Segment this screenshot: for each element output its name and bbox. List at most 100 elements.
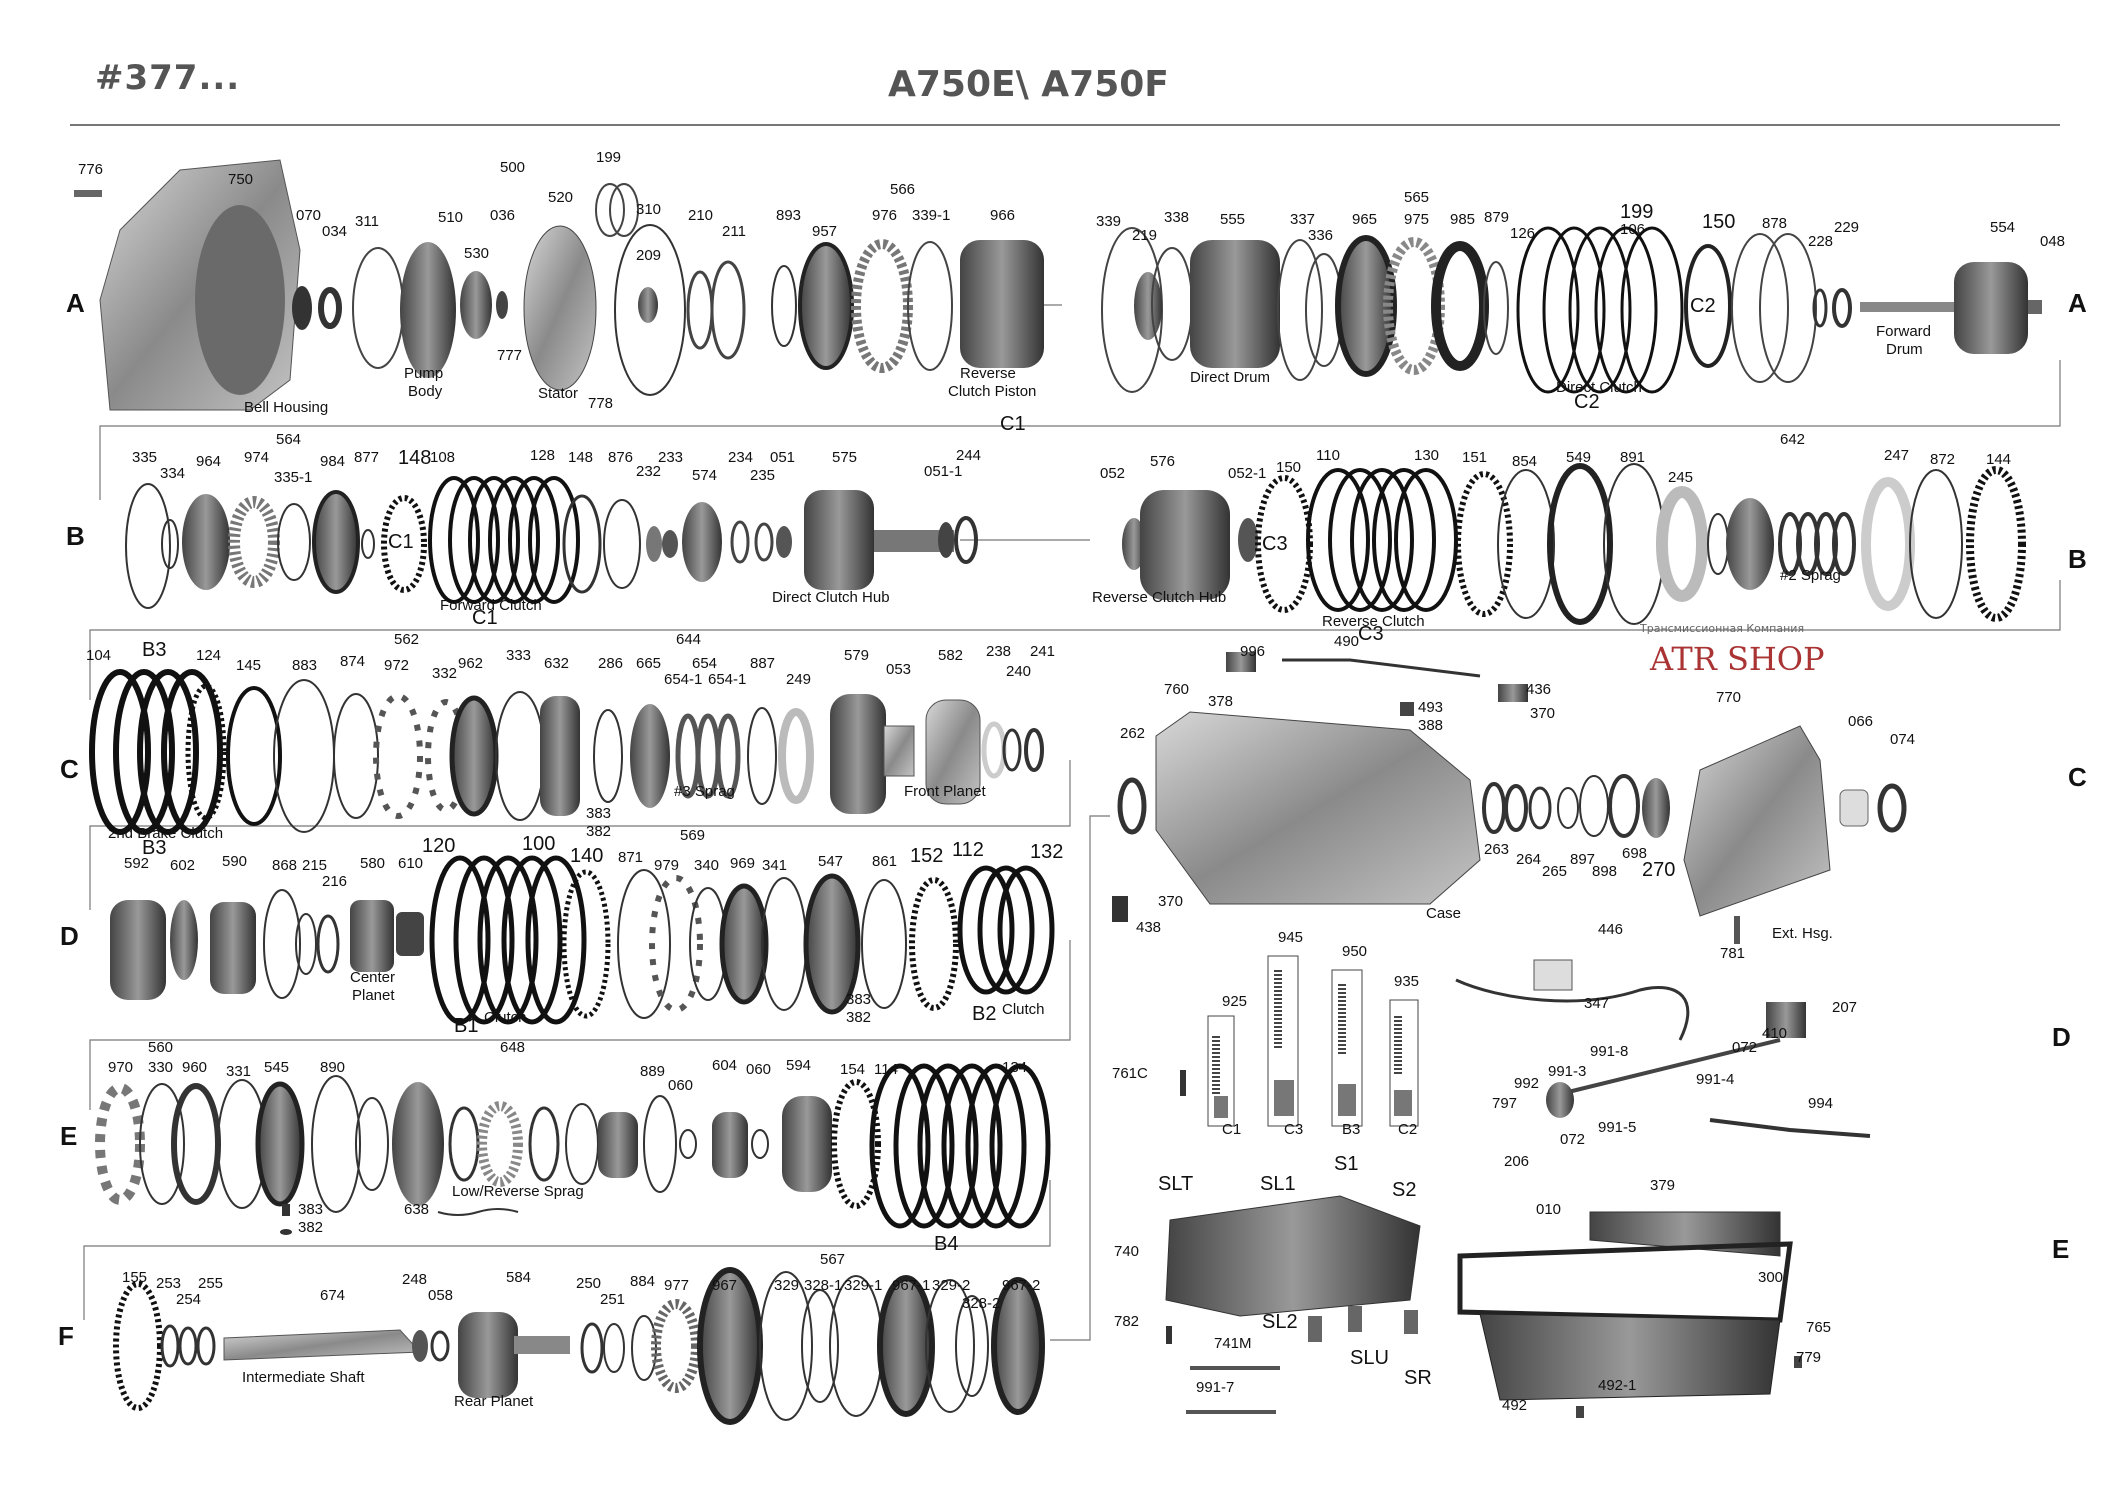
part-number: 935 (1394, 973, 1419, 990)
part-number: 569 (680, 827, 705, 844)
part-number: 331 (226, 1063, 251, 1080)
part-number: 887 (750, 655, 775, 672)
part-number: 388 (1418, 717, 1443, 734)
part-number: 602 (170, 857, 195, 874)
part-number: 438 (1136, 919, 1161, 936)
part-number: 740 (1114, 1243, 1139, 1260)
part-number: 148 (568, 449, 593, 466)
part-number: 500 (500, 159, 525, 176)
part-number: 579 (844, 647, 869, 664)
part-number: 108 (430, 449, 455, 466)
part-number: 250 (576, 1275, 601, 1292)
part-number: 328-1 (804, 1277, 842, 1294)
part-caption: Stator (538, 385, 578, 402)
part-number: 945 (1278, 929, 1303, 946)
part-number: 889 (640, 1063, 665, 1080)
part-number: 052 (1100, 465, 1125, 482)
part-number: 492 (1502, 1397, 1527, 1414)
row-letter-right: E (2052, 1234, 2069, 1264)
part-number: 567 (820, 1251, 845, 1268)
part-number: 300 (1758, 1269, 1783, 1286)
part-number-bold: 140 (570, 845, 603, 867)
part-number: 897 (1570, 851, 1595, 868)
part-number: 264 (1516, 851, 1541, 868)
part-number: 410 (1762, 1025, 1787, 1042)
part-number: 244 (956, 447, 981, 464)
part-number: 053 (886, 661, 911, 678)
part-number: 329-1 (844, 1277, 882, 1294)
part-number: 797 (1492, 1095, 1517, 1112)
part-caption: Ext. Hsg. (1772, 925, 1833, 942)
part-number: 128 (530, 447, 555, 464)
group-label: S2 (1392, 1179, 1416, 1201)
part-number: 950 (1342, 943, 1367, 960)
part-caption: C3 (1284, 1121, 1303, 1138)
part-number: 893 (776, 207, 801, 224)
part-number: 206 (1504, 1153, 1529, 1170)
part-number: 490 (1334, 633, 1359, 650)
part-caption: Clutch (1002, 1001, 1045, 1018)
part-number: 994 (1808, 1095, 1833, 1112)
row-f-parts (113, 1267, 1045, 1425)
part-number: 868 (272, 857, 297, 874)
part-number-bold: 150 (1702, 211, 1735, 233)
part-number: 144 (1986, 451, 2011, 468)
part-number: 379 (1650, 1177, 1675, 1194)
part-caption: #2 Sprag (1780, 567, 1841, 584)
part-number: 871 (618, 849, 643, 866)
part-number: 872 (1930, 451, 1955, 468)
part-number: 254 (176, 1291, 201, 1308)
part-number: 370 (1530, 705, 1555, 722)
part-number: 565 (1404, 189, 1429, 206)
part-number: 984 (320, 453, 345, 470)
group-label: SL2 (1262, 1311, 1298, 1333)
part-number: 337 (1290, 211, 1315, 228)
part-number: 665 (636, 655, 661, 672)
part-caption: C1 (1222, 1121, 1241, 1138)
part-caption: Clutch Piston (948, 383, 1036, 400)
part-number: 034 (322, 223, 347, 240)
part-number: 674 (320, 1287, 345, 1304)
group-label: S1 (1334, 1153, 1358, 1175)
part-number: 104 (86, 647, 111, 664)
part-number: 779 (1796, 1349, 1821, 1366)
part-number: 383 (586, 805, 611, 822)
part-number: 883 (292, 657, 317, 674)
row-letter-right: D (2052, 1022, 2071, 1052)
part-number: 340 (694, 857, 719, 874)
part-number: 861 (872, 853, 897, 870)
part-number: 778 (588, 395, 613, 412)
part-number: 874 (340, 653, 365, 670)
group-label: SLU (1350, 1347, 1389, 1369)
part-number: 854 (1512, 453, 1537, 470)
part-caption: Forward Clutch (440, 597, 542, 614)
part-number: 207 (1832, 999, 1857, 1016)
part-number: 330 (148, 1059, 173, 1076)
part-number: 245 (1668, 469, 1693, 486)
part-number: 876 (608, 449, 633, 466)
part-number: 066 (1848, 713, 1873, 730)
part-number: 334 (160, 465, 185, 482)
part-number: 879 (1484, 209, 1509, 226)
part-number: 549 (1566, 449, 1591, 466)
row-e-parts (95, 1063, 1051, 1235)
part-number: 974 (244, 449, 269, 466)
part-number: 891 (1620, 449, 1645, 466)
part-number: 566 (890, 181, 915, 198)
part-number: 332 (432, 665, 457, 682)
part-caption: Direct Clutch Hub (772, 589, 890, 606)
part-caption: B3 (1342, 1121, 1360, 1138)
part-number-bold: 199 (1620, 201, 1653, 223)
row-letter-left: F (58, 1321, 74, 1351)
part-number: 060 (746, 1061, 771, 1078)
part-number-bold: 112 (952, 839, 984, 861)
part-number: 263 (1484, 841, 1509, 858)
part-number: 110 (1316, 447, 1340, 464)
part-number: 106 (1620, 221, 1645, 238)
part-caption: Bell Housing (244, 399, 328, 416)
group-label: C1 (472, 607, 498, 629)
row-a-parts (74, 159, 2042, 411)
